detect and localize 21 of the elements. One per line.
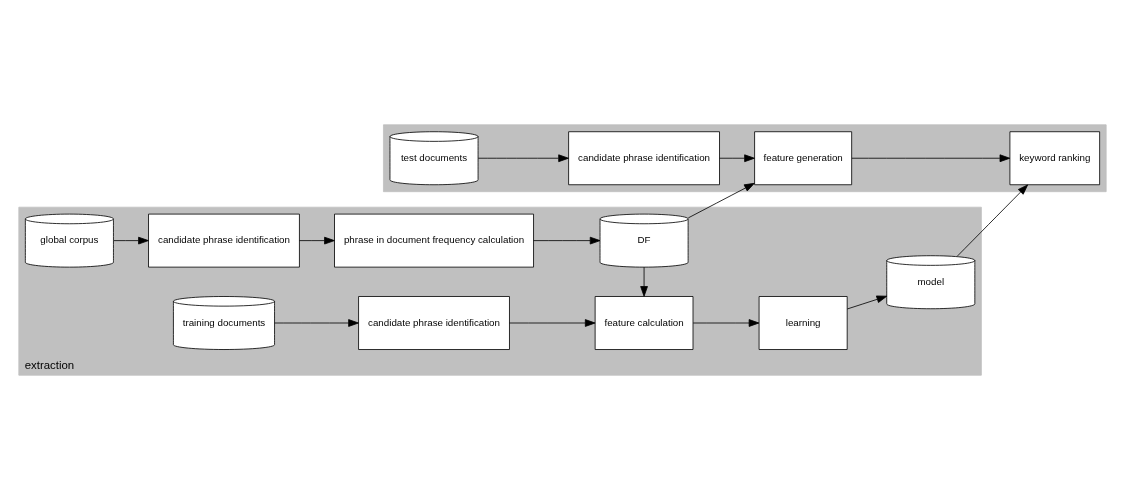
arrow [113,236,149,244]
arrow [851,153,1011,162]
arrow [477,153,569,162]
node-box: candidate phrase identification [358,295,510,350]
arrow [719,153,755,162]
arrow [692,318,760,327]
node-box: candidate phrase identification [148,213,300,268]
arrow [274,318,359,327]
arrow [299,236,335,244]
arrow [957,184,1029,256]
node-box: feature calculation [594,295,694,350]
arrow [846,295,888,309]
arrow [687,182,755,218]
arrow [533,236,601,244]
node-box: learning [758,295,848,350]
node-box: candidate phrase identification [568,130,720,185]
arrow [509,318,596,327]
node-box: keyword ranking [1009,130,1101,185]
node-box: phrase in document frequency calculation [334,213,534,268]
arrow [640,266,648,297]
node-box: feature generation [754,130,853,185]
